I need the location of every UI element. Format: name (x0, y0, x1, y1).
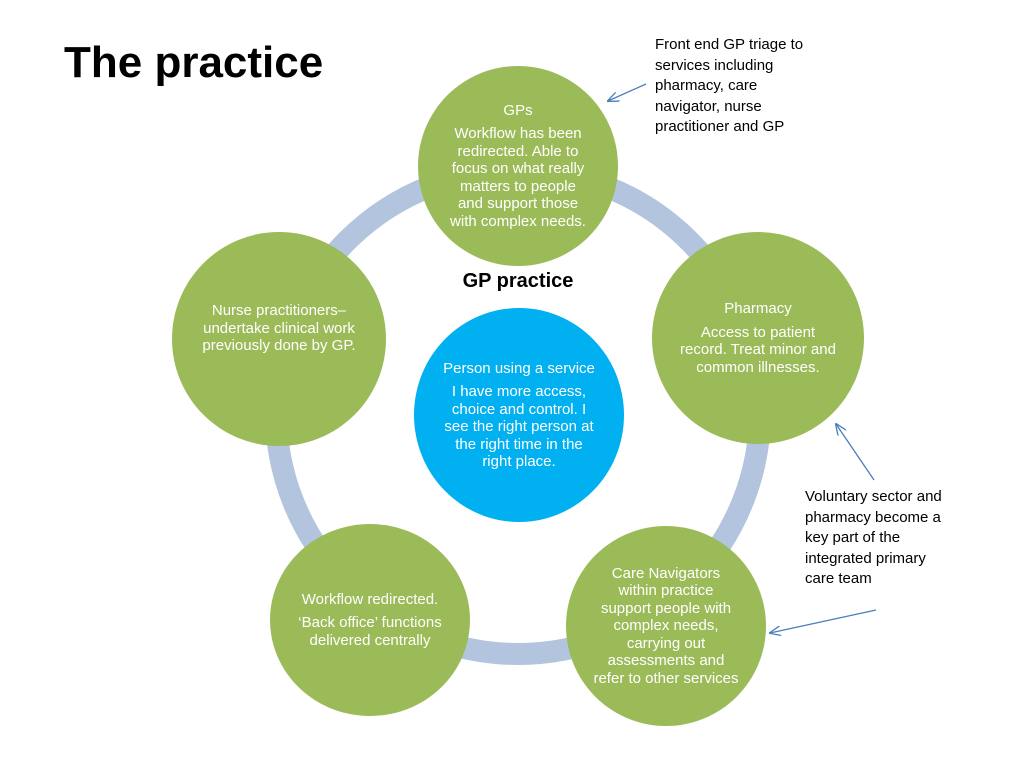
node-care-navigators: Care Navigators within practice support … (566, 526, 766, 726)
node-person-using-service: Person using a service I have more acces… (414, 308, 624, 522)
node-nurse-practitioners: Nurse practitioners– undertake clinical … (172, 232, 386, 446)
arrow-to-care-navigators (770, 609, 877, 633)
arrow-to-pharmacy (836, 424, 875, 481)
gp-practice-label: GP practice (462, 270, 574, 292)
note-voluntary-sector: Voluntary sector and pharmacy become a k… (805, 488, 942, 587)
note-front-end-triage: Front end GP triage to services includin… (655, 36, 804, 135)
node-workflow-head: Workflow redirected. (301, 590, 439, 608)
node-pharmacy-body: Access to patient record. Treat minor an… (680, 323, 836, 376)
node-pharmacy-head: Pharmacy (724, 300, 792, 317)
node-center-body: I have more access, choice and control. … (444, 383, 594, 470)
node-gps-head: GPs (503, 101, 533, 119)
node-gps: GPs Workflow has been redirected. Able t… (418, 66, 618, 266)
node-gps-body: Workflow has been redirected. Able to fo… (450, 125, 586, 230)
node-pharmacy: Pharmacy Access to patient record. Treat… (652, 232, 864, 444)
arrow-front-end (608, 83, 647, 101)
node-nurse-body: Nurse practitioners– undertake clinical … (202, 302, 356, 354)
node-care-navigators-body: Care Navigators within practice support … (593, 564, 739, 687)
node-workflow-body: ‘Back office’ functions delivered centra… (298, 614, 442, 649)
node-workflow: Workflow redirected. ‘Back office’ funct… (270, 524, 470, 716)
node-center-head: Person using a service (443, 359, 595, 377)
slide-title: The practice (64, 38, 324, 87)
